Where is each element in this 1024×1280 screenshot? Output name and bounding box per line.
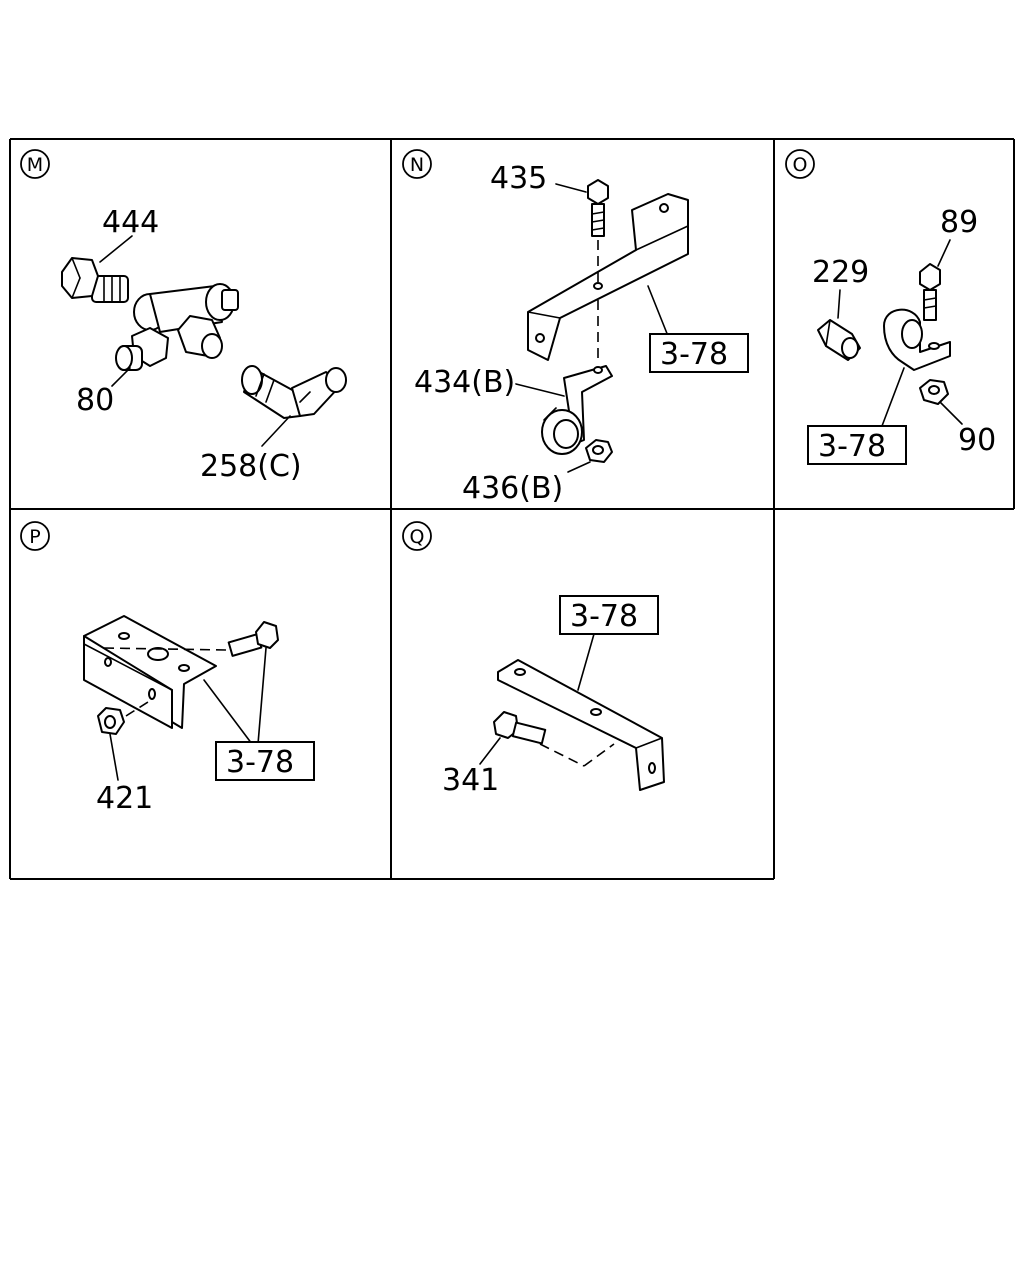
bolt-341 — [493, 711, 547, 745]
panel-p-letter: P — [29, 526, 40, 548]
label-89: 89 — [940, 205, 978, 240]
panel-o-letter: O — [793, 154, 808, 176]
panel-grid — [9, 138, 1015, 880]
bolt-435 — [587, 179, 609, 237]
nut-436 — [585, 439, 613, 463]
bolt-444 — [61, 257, 129, 303]
tee-fitting — [115, 283, 239, 371]
label-80: 80 — [76, 383, 114, 418]
bracket-q — [497, 659, 665, 791]
bracket-p — [83, 615, 217, 729]
ref-label-n: 3-78 — [660, 337, 728, 372]
panel-p: P 3-78 421 — [20, 521, 315, 816]
bolt-89 — [919, 263, 941, 321]
nut-90 — [919, 379, 949, 405]
bolt-p — [227, 621, 279, 657]
label-229: 229 — [812, 255, 869, 290]
spacer-229 — [817, 319, 861, 361]
panel-n-letter: N — [410, 154, 424, 176]
label-421: 421 — [96, 781, 153, 816]
bracket-n — [527, 193, 689, 361]
clamp-434 — [541, 365, 613, 455]
ref-label-o: 3-78 — [818, 429, 886, 464]
ref-box-n — [649, 333, 749, 373]
panel-q: Q 3-78 341 — [402, 521, 665, 798]
panel-m-letter: M — [27, 154, 43, 176]
panel-o-circle — [785, 149, 815, 179]
ref-label-p: 3-78 — [226, 745, 294, 780]
panel-q-letter: Q — [410, 526, 425, 548]
label-436b: 436(B) — [462, 471, 563, 506]
panel-n-circle — [402, 149, 432, 179]
panel-o: O 89 229 3-78 — [785, 149, 996, 465]
label-434b: 434(B) — [414, 365, 515, 400]
clamp-o — [883, 308, 951, 371]
elbow-258 — [241, 365, 347, 419]
panel-p-circle — [20, 521, 50, 551]
ref-box-o — [807, 425, 907, 465]
ref-label-q: 3-78 — [570, 599, 638, 634]
panel-q-circle — [402, 521, 432, 551]
label-341: 341 — [442, 763, 499, 798]
ref-box-q — [559, 595, 659, 635]
ref-box-p — [215, 741, 315, 781]
panel-n: N 435 3-78 — [402, 149, 749, 506]
nut-421 — [97, 707, 125, 735]
panel-m-circle — [20, 149, 50, 179]
label-258c: 258(C) — [200, 449, 302, 484]
label-90: 90 — [958, 423, 996, 458]
label-435: 435 — [490, 161, 547, 196]
panel-m: M 444 80 — [20, 149, 347, 484]
label-444: 444 — [102, 205, 159, 240]
